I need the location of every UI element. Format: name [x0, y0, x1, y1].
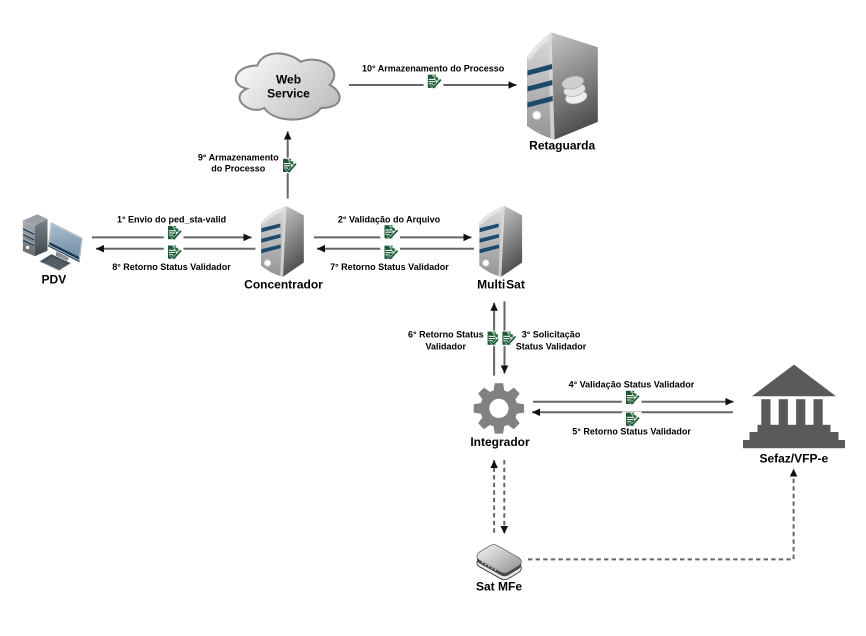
svg-text:8° Retorno Status Validador: 8° Retorno Status Validador: [112, 262, 231, 272]
svg-text:Integrador: Integrador: [470, 435, 530, 449]
svg-text:7° Retorno Status Validador: 7° Retorno Status Validador: [330, 262, 449, 272]
svg-text:3° Solicitação: 3° Solicitação: [522, 329, 581, 339]
svg-text:do Processo: do Processo: [211, 163, 266, 173]
svg-text:Sefaz/VFP-e: Sefaz/VFP-e: [759, 451, 828, 465]
svg-text:10° Armazenamento do Processo: 10° Armazenamento do Processo: [362, 63, 505, 73]
svg-text:Service: Service: [267, 87, 310, 101]
svg-text:Retaguarda: Retaguarda: [529, 139, 595, 153]
svg-text:1° Envio do ped_sta-valid: 1° Envio do ped_sta-valid: [117, 214, 226, 224]
svg-text:Concentrador: Concentrador: [244, 277, 323, 291]
svg-text:Status Validador: Status Validador: [516, 341, 587, 351]
svg-text:Multi Sat: Multi Sat: [477, 277, 525, 291]
svg-text:2° Validação do Arquivo: 2° Validação do Arquivo: [338, 214, 441, 224]
svg-text:Sat MFe: Sat MFe: [476, 579, 522, 593]
svg-text:9° Armazenamento: 9° Armazenamento: [198, 152, 279, 162]
svg-text:Validador: Validador: [426, 341, 467, 351]
svg-text:4° Validação Status Validador: 4° Validação Status Validador: [569, 379, 695, 389]
svg-text:PDV: PDV: [42, 273, 67, 287]
svg-text:Web: Web: [276, 72, 301, 86]
svg-text:6° Retorno Status: 6° Retorno Status: [408, 329, 484, 339]
svg-text:5° Retorno Status Validador: 5° Retorno Status Validador: [572, 427, 691, 437]
